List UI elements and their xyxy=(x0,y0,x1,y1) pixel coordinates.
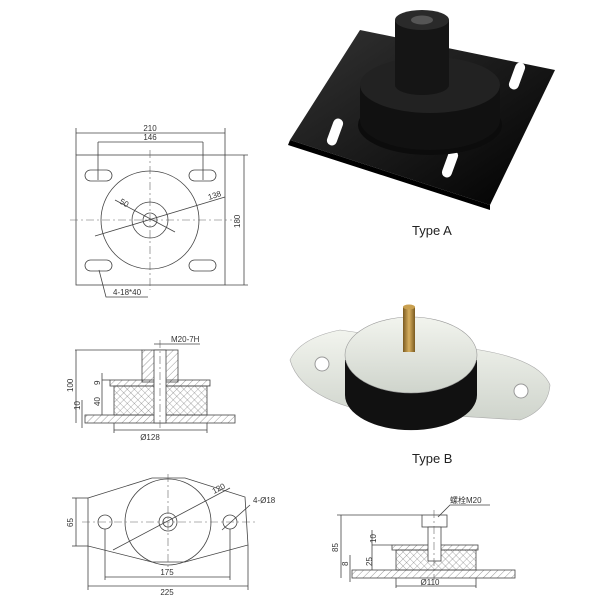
dim-outer-dia: 138 xyxy=(207,189,223,202)
dim-b-length: 225 xyxy=(160,588,174,597)
dim-bolt: 螺栓M20 xyxy=(450,495,482,505)
type-a-photo xyxy=(288,10,555,210)
dim-b-holes: 4-Ø18 xyxy=(253,496,276,505)
dim-b-base-plate: 8 xyxy=(341,561,350,566)
type-a-caption: Type A xyxy=(412,223,452,238)
dim-thread: M20-7H xyxy=(171,335,200,344)
dim-b-hole-spacing: 175 xyxy=(160,568,174,577)
dim-width: 210 xyxy=(143,124,157,133)
dim-hole-spacing: 146 xyxy=(143,133,157,142)
type-b-caption: Type B xyxy=(412,451,453,466)
dim-b-diameter: Ø110 xyxy=(421,578,441,587)
dim-slots: 4-18*40 xyxy=(113,288,142,297)
dim-diameter: Ø128 xyxy=(140,433,160,442)
type-b-side-view: 螺栓M20 85 10 25 8 Ø110 xyxy=(331,495,516,588)
dim-b-rubber-height: 25 xyxy=(365,557,374,566)
type-b-top-view: 120 4-Ø18 65 175 225 xyxy=(66,474,276,597)
type-a-top-view: 210 146 180 50 138 4-18*40 xyxy=(70,124,248,298)
dim-b-height: 65 xyxy=(66,518,75,527)
dim-base-plate: 10 xyxy=(73,401,82,410)
dim-b-total-height: 85 xyxy=(331,543,340,552)
dim-total-height: 100 xyxy=(66,378,75,392)
dim-rubber-height: 40 xyxy=(93,397,102,406)
dim-b-top-plate: 10 xyxy=(369,534,378,543)
dim-top-plate: 9 xyxy=(93,380,102,385)
dim-b-dia: 120 xyxy=(211,481,227,495)
type-b-photo xyxy=(289,304,551,431)
dim-height: 180 xyxy=(233,214,242,228)
type-a-side-view: M20-7H 100 40 9 10 Ø128 xyxy=(66,335,236,442)
